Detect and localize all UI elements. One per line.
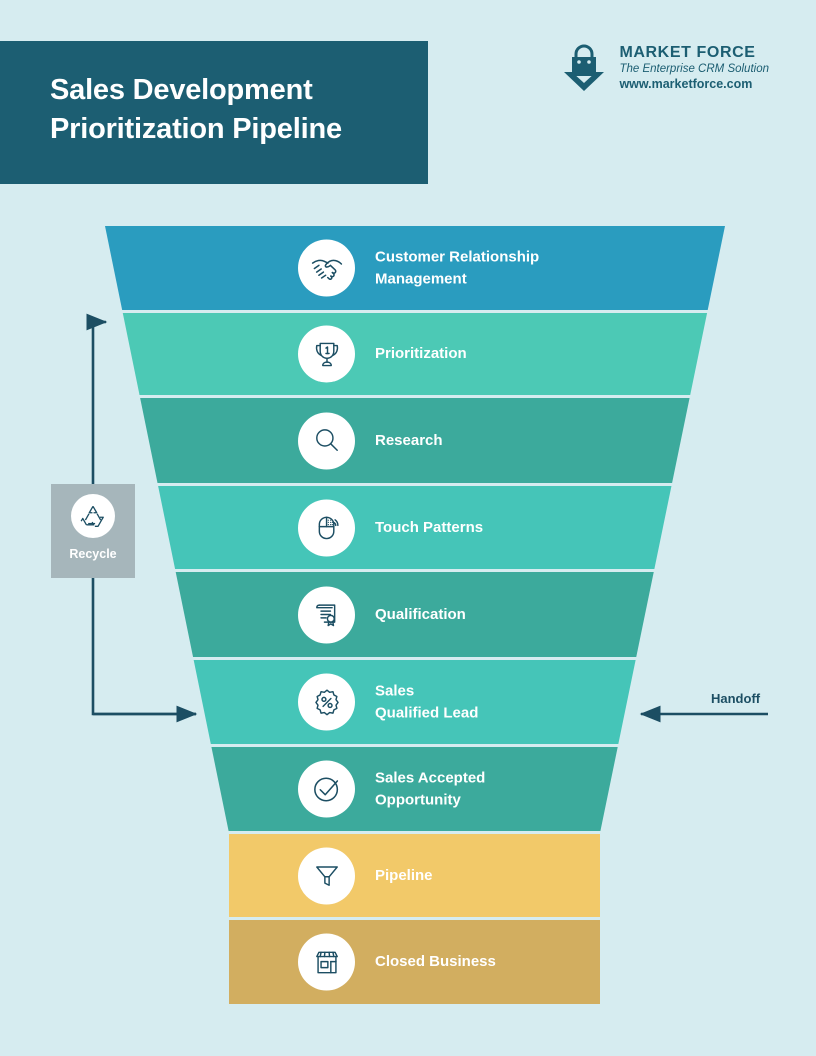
certificate-icon: [298, 586, 355, 643]
funnel-stage-label: Sales Accepted Opportunity: [375, 769, 486, 808]
percent-badge-icon: [298, 673, 355, 731]
page-title: Sales Development Prioritization Pipelin…: [50, 74, 342, 146]
brand-url: www.marketforce.com: [619, 76, 753, 91]
mouse-click-icon: [298, 499, 355, 556]
funnel-stage-4[interactable]: [158, 486, 672, 569]
funnel-stage-label: Touch Patterns: [375, 518, 484, 536]
brand-logo: MARKET FORCE The Enterprise CRM Solution…: [563, 44, 769, 92]
funnel-stage-label: Customer Relationship Management: [375, 248, 540, 287]
brand-tagline: The Enterprise CRM Solution: [619, 63, 769, 76]
storefront-icon: [298, 933, 355, 991]
funnel-stage-5[interactable]: [175, 572, 654, 657]
funnel-stage-label: Prioritization: [375, 345, 467, 363]
trophy-icon: [298, 325, 355, 383]
recycle-label: Recycle: [69, 547, 117, 561]
funnel-stage-label: Qualification: [375, 605, 466, 623]
funnel-icon: [298, 847, 355, 904]
recycle-icon: [71, 494, 115, 538]
brand-text-block: MARKET FORCE The Enterprise CRM Solution…: [619, 44, 769, 91]
funnel-stage-label: Pipeline: [375, 866, 433, 884]
funnel-stage-6[interactable]: [193, 660, 636, 744]
funnel-stage-label: Closed Business: [375, 953, 496, 971]
recycle-box[interactable]: Recycle: [51, 484, 135, 578]
shopping-bag-download-icon: [563, 44, 605, 92]
magnifier-icon: [298, 412, 355, 469]
check-circle-icon: [298, 760, 355, 818]
brand-name: MARKET FORCE: [619, 44, 756, 62]
funnel-stage-1[interactable]: [105, 226, 725, 310]
funnel-stage-2[interactable]: [122, 313, 708, 395]
header-banner: Sales Development Prioritization Pipelin…: [0, 41, 428, 184]
funnel-stage-3[interactable]: [140, 398, 690, 483]
funnel-stage-label: Sales Qualified Lead: [375, 682, 479, 721]
funnel-stage-label: Research: [375, 431, 443, 449]
handoff-label: Handoff: [711, 691, 761, 706]
handshake-icon: [298, 239, 355, 297]
